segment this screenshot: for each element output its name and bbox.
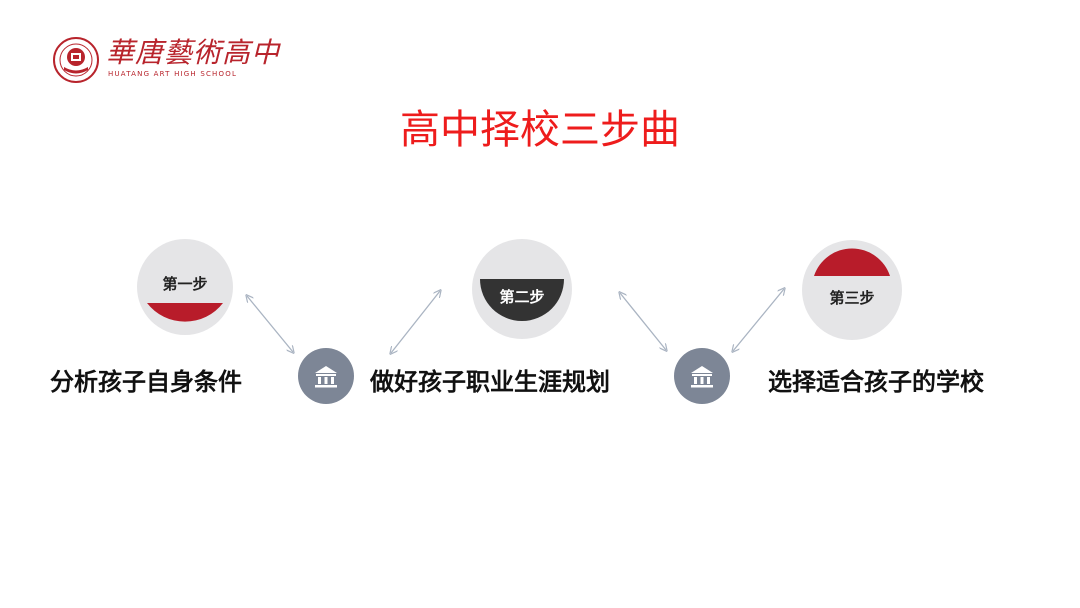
step-2-label: 第二步 [499, 287, 545, 306]
school-logo [52, 36, 232, 84]
bank-icon [315, 366, 337, 388]
step-3-fill [814, 248, 890, 276]
step-2-text: 做好孩子职业生涯规划 [370, 368, 610, 396]
step-1-label: 第一步 [162, 274, 208, 293]
step-3-circle: 第三步 [802, 240, 902, 340]
step-2-circle: 第二步 [472, 239, 572, 339]
step-1-circle: 第一步 [137, 239, 233, 335]
double-arrow-icon [391, 291, 440, 353]
school-name-english: HUATANG ART HIGH SCHOOL [108, 70, 238, 78]
page-title: 高中择校三步曲 [400, 107, 680, 153]
double-arrow-icon [620, 293, 666, 350]
double-arrow-icon [247, 296, 293, 352]
double-arrow-icon [733, 289, 784, 351]
step-1-fill [147, 303, 223, 322]
step-3-label: 第三步 [829, 288, 875, 307]
step-3-text: 选择适合孩子的学校 [768, 368, 984, 396]
bank-icon [691, 366, 713, 388]
school-name: 華唐藝術高中 [106, 36, 281, 69]
step-1-text: 分析孩子自身条件 [50, 368, 242, 396]
step-2-fill [480, 279, 564, 321]
school-seal-icon [53, 37, 99, 83]
bank-icon-1-circle [298, 348, 354, 404]
bank-icon-2-circle [674, 348, 730, 404]
